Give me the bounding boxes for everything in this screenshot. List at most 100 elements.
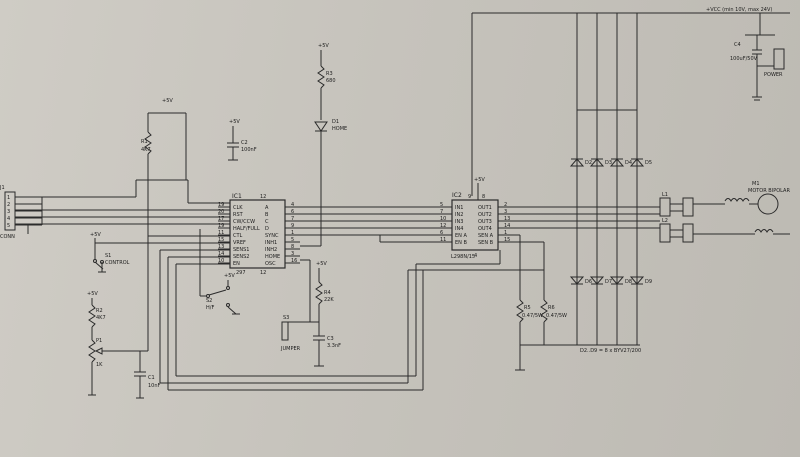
r6-value: 0.47/5W (546, 313, 567, 319)
ic2-left-pin-num: 5 (440, 202, 443, 208)
ic2-output-wires (407, 206, 660, 383)
ic1-left-pin-name: CTL (233, 233, 243, 239)
resistor-r4: +5V R4 22K (285, 259, 334, 323)
resistor-r6: R6 0.47/5W (540, 299, 567, 345)
r3-supply: +5V (318, 43, 329, 49)
led-d1: D1 HOME (300, 119, 347, 247)
d1-ref: D1 (332, 119, 339, 125)
ic1-right-pin-name: A (265, 205, 269, 211)
l2-ref: L2 (662, 218, 668, 224)
ic2-right-pin-num: 1 (504, 230, 507, 236)
ic2-left-small-1: 8 (482, 194, 485, 200)
r2-value: 4K7 (96, 315, 106, 321)
ic2-left-pin-num: 11 (440, 237, 446, 243)
ic1-left-pin-num: 17 (218, 216, 224, 222)
ic2-right-pin-name: SEN B (478, 240, 494, 246)
c2-ref: C2 (241, 140, 248, 146)
l1-ref: L1 (662, 192, 668, 198)
ic1-right-pin-num: 16 (291, 258, 297, 264)
diode-d2: D2 (585, 160, 592, 166)
connector-j1: 1 2 3 4 5 J1 CONN (0, 185, 43, 240)
s2-ref: S2 (206, 298, 212, 304)
ic2-ref: IC2 (452, 192, 462, 199)
diode-d6: D6 (585, 279, 592, 285)
c2-supply: +5V (229, 119, 240, 125)
ic2-right-pin-num: 14 (504, 223, 510, 229)
capacitor-c3: C3 3.3nF (313, 322, 341, 367)
ic1-left-pin-name: HALF/FULL (233, 226, 260, 232)
ic1-left-pin-name: SENS2 (233, 254, 249, 260)
c1-value: 10nF (148, 383, 161, 389)
ic2-part: L298N/15 (451, 254, 475, 260)
ic1-right-pin-num: 8 (291, 244, 294, 250)
r5-value: 0.47/5W (522, 313, 543, 319)
p1-value: 1K (96, 362, 103, 368)
diode-d8: D8 (625, 279, 632, 285)
ic2-right-pin-name: OUT4 (478, 226, 492, 232)
r1-value: 4K7 (141, 147, 151, 153)
ic1-right-pin-name: D (265, 226, 269, 232)
ic1-left-pin-name: VREF (233, 240, 246, 246)
j1-signal-wires (15, 179, 230, 225)
p1-ref: P1 (96, 338, 102, 344)
r2-supply: +5V (87, 291, 98, 297)
r5-ref: R5 (524, 305, 531, 311)
ic2: IC2 L298N/15 +5V 9 8 4 (451, 177, 499, 260)
ic1-right-pin-name: OSC (265, 261, 276, 267)
ic1-right-pin-num: 7 (291, 216, 294, 222)
motor-m1: M1 MOTOR BIPOLAR (693, 181, 790, 235)
inductor-l2: L2 (659, 218, 694, 243)
ic2-left-pin-num: 10 (440, 216, 446, 222)
ic1-left-pin-num: 20 (218, 209, 224, 215)
m1-value: MOTOR BIPOLAR (748, 188, 790, 194)
ic2-right-pin-name: OUT3 (478, 219, 492, 225)
j1-pin-2: 2 (7, 202, 10, 208)
ic1-right-pin-num: 3 (291, 251, 294, 257)
ic1-right-pin-name: INH1 (265, 240, 277, 246)
j1-pin-5: 5 (7, 223, 10, 229)
resistor-r3: +5V R3 680 (317, 43, 336, 120)
capacitor-c2: +5V C2 100nF (227, 119, 257, 161)
ic1-left-pin-num: 14 (218, 251, 224, 257)
ic2-left-small-0: 9 (468, 194, 471, 200)
ic1-right-pin-name: B (265, 212, 269, 218)
ic1: IC1 297 12 12 (229, 193, 286, 276)
c4-ref: C4 (734, 42, 741, 48)
ic2-right-small-0: 4 (474, 253, 477, 259)
r4-value: 22K (324, 297, 334, 303)
diode-d3: D3 (605, 160, 612, 166)
ic2-left-pin-name: EN B (455, 240, 467, 246)
ic2-left-pin-name: IN1 (455, 205, 463, 211)
ic2-left-pin-name: IN2 (455, 212, 463, 218)
ic1-left-pin-name: CLK (233, 205, 243, 211)
ic1-left-circuit (94, 180, 424, 391)
ic1-right-pin-name: SYNC (265, 233, 279, 239)
r3-ref: R3 (326, 71, 333, 77)
ic2-right-pin-num: 15 (504, 237, 510, 243)
ic2-right-pin-num: 13 (504, 216, 510, 222)
ic2-right-pin-name: SEN A (478, 233, 494, 239)
ic2-right-pin-num: 2 (504, 202, 507, 208)
ic1-right-pin-name: C (265, 219, 269, 225)
switch-s1: +5V S1 CONTROL (90, 232, 130, 273)
vcc-rail: +VCC (min 10V, max 24V) (471, 7, 790, 196)
ic1-left-pin-name: RST (233, 212, 244, 218)
diode-d5: D5 (645, 160, 652, 166)
ic1-left-pin-num: 13 (218, 244, 224, 250)
ic1-part: 297 (236, 270, 246, 276)
ic1-left-pin-num: 11 (218, 230, 224, 236)
ic1-left-pin-name: SENS1 (233, 247, 249, 253)
jumper-s3: S3 JUMPER (280, 315, 301, 352)
vcc-label: +VCC (min 10V, max 24V) (706, 7, 772, 13)
ic1-left-pin-name: CW/CCW (233, 219, 255, 225)
ic1-left-pin-num: 19 (218, 223, 224, 229)
m1-ref: M1 (752, 181, 760, 187)
ic2-left-pin-name: EN A (455, 233, 467, 239)
resistor-r2: +5V R2 4K7 (87, 291, 106, 340)
j1-pin-3: 3 (7, 209, 10, 215)
r1-supply: +5V (162, 98, 173, 104)
switch-s2: +5V S2 H/F (199, 229, 240, 315)
ic2-left-pin-num: 7 (440, 209, 443, 215)
s1-ref: S1 (105, 253, 111, 259)
